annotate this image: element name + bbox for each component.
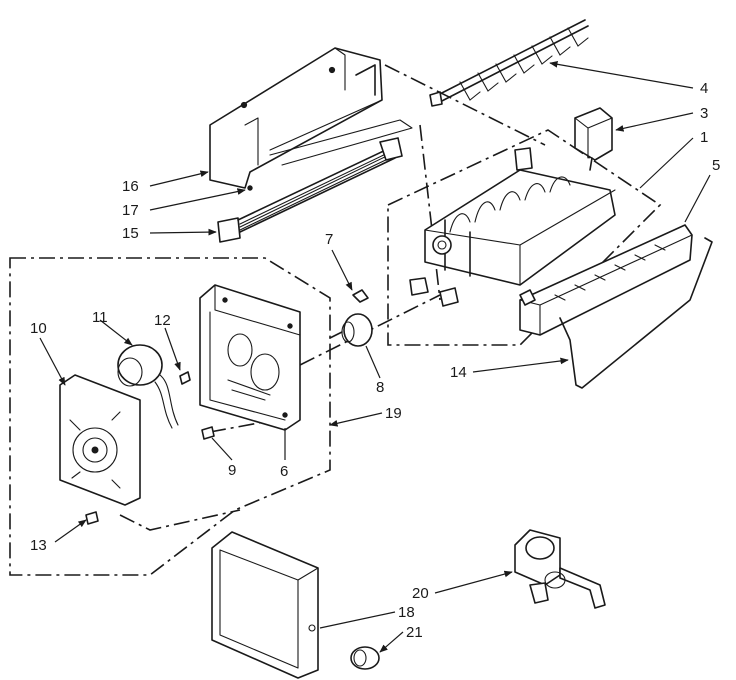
motor — [117, 344, 179, 429]
ejector — [429, 19, 589, 107]
screw-13 — [85, 511, 99, 525]
water-valve — [514, 529, 606, 609]
callout-19: 19 — [385, 405, 402, 422]
housing — [199, 284, 301, 431]
callout-1: 1 — [700, 129, 708, 146]
ice-stripper — [519, 224, 693, 336]
leader-lines — [39, 60, 711, 653]
thermostat-clip — [352, 289, 369, 303]
callout-17: 17 — [122, 202, 139, 219]
screw-12 — [179, 371, 191, 385]
callout-15: 15 — [122, 225, 139, 242]
callout-18: 18 — [398, 604, 415, 621]
mount-dash-line — [419, 124, 441, 301]
callout-21: 21 — [406, 624, 423, 641]
callout-4: 4 — [700, 80, 708, 97]
shutoff-arm-cam — [574, 107, 613, 171]
callout-16: 16 — [122, 178, 139, 195]
ice-mold — [409, 147, 616, 307]
mounting-plate — [209, 47, 413, 191]
callout-10: 10 — [30, 320, 47, 337]
control-group-boundary — [9, 257, 331, 576]
plug — [350, 646, 380, 670]
screw-dash-line — [209, 419, 276, 433]
callout-11: 11 — [92, 309, 108, 326]
callout-12: 12 — [154, 312, 171, 329]
callout-6: 6 — [280, 463, 288, 480]
connector-dash-line — [384, 64, 546, 146]
callout-13: 13 — [30, 537, 47, 554]
wiring-harness — [217, 137, 403, 243]
callout-7: 7 — [325, 231, 333, 248]
motor-mount-plate — [59, 374, 141, 506]
shutoff-arm-wire — [559, 237, 713, 389]
callout-3: 3 — [700, 105, 708, 122]
callout-20: 20 — [412, 585, 429, 602]
callout-8: 8 — [376, 379, 384, 396]
screw-9 — [201, 426, 215, 440]
shaft-dash-line — [299, 294, 441, 366]
cover — [211, 531, 319, 679]
callout-9: 9 — [228, 462, 236, 479]
callout-14: 14 — [450, 364, 467, 381]
callout-5: 5 — [712, 157, 720, 174]
thermostat — [329, 313, 373, 347]
cover-dash-line — [119, 509, 241, 531]
